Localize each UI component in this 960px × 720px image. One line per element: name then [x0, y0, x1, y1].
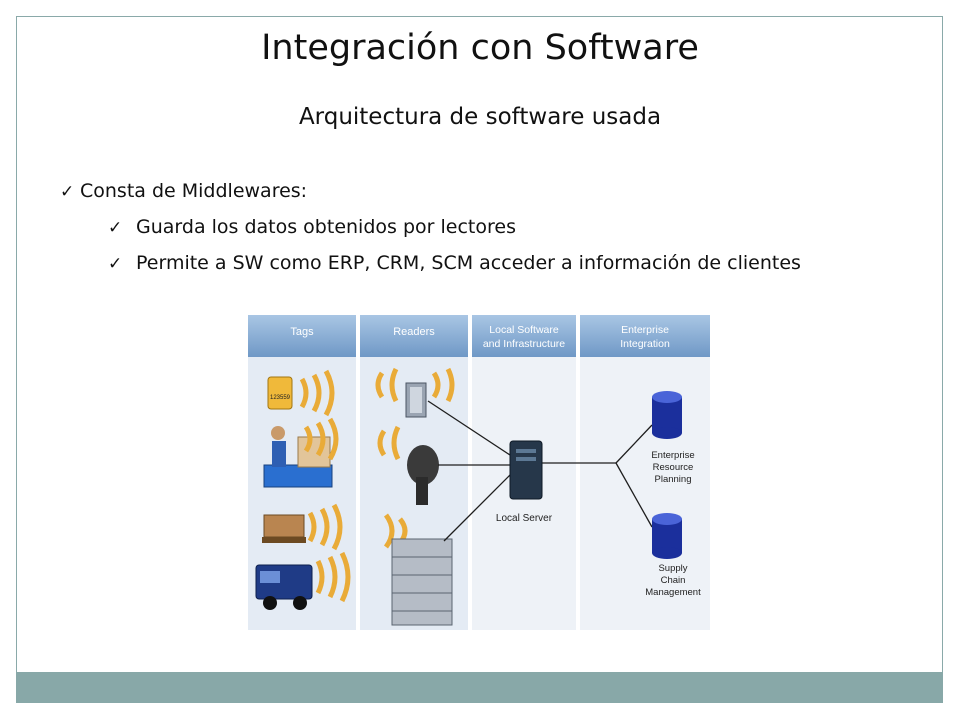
slide-subtitle: Arquitectura de software usada — [298, 104, 662, 130]
truck-icon — [255, 564, 313, 610]
header-local-label-1: Local Software — [489, 324, 559, 336]
rfid-wave-icon — [315, 551, 351, 603]
scm-label-2: Chain — [661, 575, 686, 586]
header-enterprise — [580, 315, 710, 357]
worker-with-boxes-icon — [263, 426, 333, 488]
scm-label-3: Management — [645, 587, 701, 598]
sub-bullet-item: ✓ Permite a SW como ERP, CRM, SCM acceder… — [108, 252, 801, 274]
footer-bar — [16, 672, 943, 703]
bullet-item: ✓Consta de Middlewares: — [60, 180, 307, 202]
pallet-boxes-icon — [262, 514, 306, 543]
local-server-icon — [509, 440, 543, 500]
tag-number: 123559 — [270, 395, 291, 401]
bullet-text: Consta de Middlewares: — [80, 180, 308, 202]
rfid-wave-icon — [375, 367, 455, 403]
header-enterprise-label-1: Enterprise — [621, 324, 669, 336]
slide-title: Integración con Software — [261, 28, 699, 68]
rfid-wave-icon — [303, 417, 339, 461]
header-local-label-2: and Infrastructure — [483, 338, 565, 350]
header-enterprise-label-2: Integration — [620, 338, 670, 350]
connection-lines — [427, 400, 653, 542]
rfid-wave-icon — [299, 369, 335, 417]
architecture-diagram-svg: Tags Readers Local Software and Infrastr… — [248, 315, 710, 630]
architecture-diagram: Tags Readers Local Software and Infrastr… — [248, 315, 716, 630]
header-local — [472, 315, 576, 357]
sub-bullet-item: ✓ Guarda los datos obtenidos por lectores — [108, 216, 516, 238]
checkmark-icon: ✓ — [108, 218, 123, 238]
checkmark-icon: ✓ — [108, 254, 123, 274]
rfid-wave-icon — [377, 425, 401, 461]
tag-icon: 123559 — [267, 376, 293, 410]
header-tags-label: Tags — [290, 326, 314, 338]
header-tags — [248, 315, 356, 357]
portal-reader-icon — [405, 382, 427, 418]
database-icon — [652, 391, 682, 439]
handheld-reader-icon — [407, 445, 439, 505]
header-readers — [360, 315, 468, 357]
erp-label-2: Resource — [653, 462, 694, 473]
erp-label-1: Enterprise — [651, 450, 694, 461]
shelf-reader-icon — [391, 538, 453, 626]
sub-bullet-text: Permite a SW como ERP, CRM, SCM acceder … — [136, 252, 801, 274]
database-icon — [652, 513, 682, 559]
sub-bullet-text: Guarda los datos obtenidos por lectores — [136, 216, 516, 238]
rfid-wave-icon — [307, 503, 343, 551]
local-server-label: Local Server — [496, 513, 553, 524]
header-readers-label: Readers — [393, 326, 435, 338]
scm-label-1: Supply — [658, 563, 687, 574]
column-enterprise-bg — [580, 315, 710, 630]
checkmark-icon: ✓ — [60, 182, 75, 202]
erp-label-3: Planning — [655, 474, 692, 485]
